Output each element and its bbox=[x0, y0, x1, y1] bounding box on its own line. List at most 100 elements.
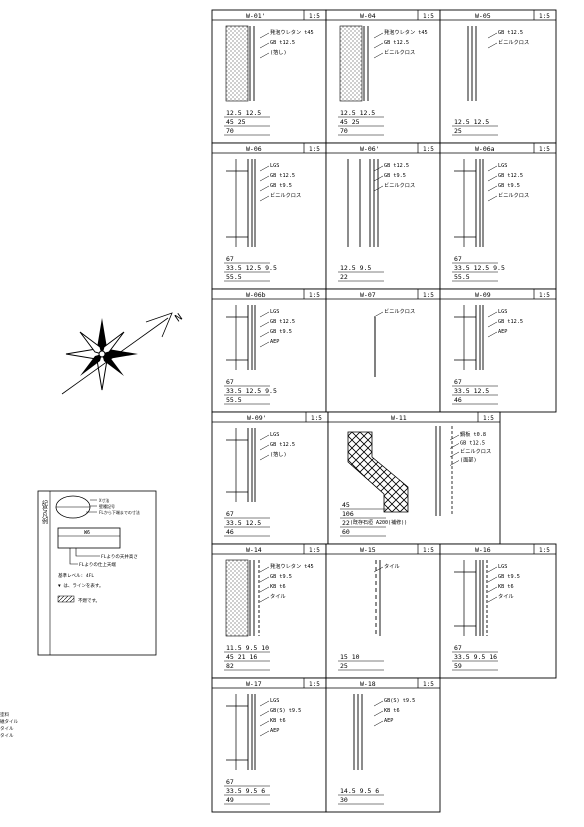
leader-label: GB t9.5 bbox=[270, 329, 292, 335]
dimension-text: 70 bbox=[340, 127, 348, 135]
dimension-text: 67 bbox=[226, 778, 234, 786]
insulation-fill bbox=[225, 559, 249, 637]
leader-label: AEP bbox=[384, 718, 393, 724]
panel-id: W-05 bbox=[475, 12, 491, 20]
compass-star-icon bbox=[65, 318, 138, 391]
dimension-text: 25 bbox=[340, 662, 348, 670]
panel-id: W-11 bbox=[391, 414, 407, 422]
left-note-2: 磁タイル bbox=[0, 718, 18, 725]
left-notes: 塗料 磁タイル タイル タイル bbox=[0, 711, 18, 739]
dimension-text: 22 bbox=[340, 273, 348, 281]
dimension-text: 67 bbox=[226, 378, 234, 386]
leader-label: GB t12.5 bbox=[460, 441, 485, 447]
left-note-4: タイル bbox=[0, 732, 14, 739]
dimension-text: 12.5 12.5 bbox=[340, 109, 375, 117]
panel-id: W-18 bbox=[360, 680, 376, 688]
dimension-text: 33.5 12.5 bbox=[454, 387, 489, 395]
dimension-text: 12.5 9.5 bbox=[340, 264, 371, 272]
panel-scale: 1:5 bbox=[309, 146, 320, 153]
legend-side-title: 記号凡例 bbox=[41, 499, 48, 525]
dimension-text: 45 25 bbox=[226, 118, 246, 126]
leader-label: 発泡ウレタン t45 bbox=[270, 28, 314, 36]
legend-circle-label-1: X寸法 bbox=[99, 497, 109, 503]
panel-id: W-06' bbox=[360, 145, 380, 153]
panel-id: W-09' bbox=[247, 414, 267, 422]
panel-scale: 1:5 bbox=[423, 146, 434, 153]
dimension-text: 49 bbox=[226, 796, 234, 804]
dimension-text: 46 bbox=[454, 396, 462, 404]
legend-box-code: W6 bbox=[84, 530, 90, 536]
leader-label: (面部) bbox=[460, 456, 477, 464]
panel-scale: 1:5 bbox=[423, 13, 434, 20]
legend-note-1: 基準レベル: 4FL bbox=[58, 572, 94, 579]
leader-label: ビニルクロス bbox=[270, 191, 301, 199]
panel-scale: 1:5 bbox=[483, 415, 494, 422]
panel-scale: 1:5 bbox=[309, 547, 320, 554]
leader-label: タイル bbox=[270, 592, 286, 600]
compass: N bbox=[61, 312, 185, 395]
panel-id: W-04 bbox=[360, 12, 376, 20]
dimension-text: 106 bbox=[342, 510, 354, 518]
legend-circle-label-3: FLから下端までの寸法 bbox=[99, 509, 140, 515]
panel-id: W-16 bbox=[475, 546, 491, 554]
leader-label: LGS bbox=[270, 698, 279, 704]
leader-label: LGS bbox=[498, 564, 507, 570]
leader-label: ビニルクロス bbox=[384, 48, 415, 56]
dimension-text: 82 bbox=[226, 662, 234, 670]
leader-label: ビニルクロス bbox=[384, 307, 415, 315]
panel-id: W-06 bbox=[246, 145, 262, 153]
legend-circle-label-2: 壁種記号 bbox=[99, 503, 115, 509]
panel-scale: 1:5 bbox=[309, 681, 320, 688]
leader-label: GB t12.5 bbox=[498, 319, 523, 325]
leader-label: GB t12.5 bbox=[384, 163, 409, 169]
panel-scale: 1:5 bbox=[311, 415, 322, 422]
compass-north-label: N bbox=[173, 312, 184, 324]
dimension-text: 22 bbox=[342, 519, 350, 527]
rock-fill bbox=[347, 431, 409, 513]
panel-id: W-17 bbox=[246, 680, 262, 688]
leader-label: AEP bbox=[270, 728, 279, 734]
panel-scale: 1:5 bbox=[539, 292, 550, 299]
leader-label: ビニルクロス bbox=[498, 191, 529, 199]
leader-label: ビニルクロス bbox=[498, 38, 529, 46]
leader-label: GB t12.5 bbox=[384, 40, 409, 46]
dimension-text: 60 bbox=[342, 528, 350, 536]
legend-box-label-2: FLよりの仕上天端 bbox=[79, 561, 116, 568]
dimension-text: 46 bbox=[226, 528, 234, 536]
dimension-text: 11.5 9.5 10 bbox=[226, 644, 269, 652]
panel-id: W-15 bbox=[360, 546, 376, 554]
leader-label: GB t9.5 bbox=[498, 574, 520, 580]
dimension-text: 30 bbox=[340, 796, 348, 804]
leader-label: KB t6 bbox=[270, 718, 286, 724]
leader-label: ビニルクロス bbox=[384, 181, 415, 189]
leader-label: AEP bbox=[498, 329, 507, 335]
leader-label: GB t12.5 bbox=[270, 173, 295, 179]
leader-label: LGS bbox=[498, 309, 507, 315]
dimension-text: 67 bbox=[226, 255, 234, 263]
leader-label: (既存石垣 A200(補修)) bbox=[350, 519, 407, 526]
detail-panel-w-06: W-06' 1:5 GB t12.5 GB t9.5 ビニルクロス 12.5 9.522 bbox=[325, 142, 441, 290]
leader-label: GB t9.5 bbox=[384, 173, 406, 179]
leader-label: GB t12.5 bbox=[270, 40, 295, 46]
dimension-text: 67 bbox=[454, 255, 462, 263]
dimension-text: 33.5 12.5 bbox=[226, 519, 261, 527]
left-note-3: タイル bbox=[0, 725, 14, 732]
leader-label: タイル bbox=[498, 592, 514, 600]
detail-panel-w-04: W-04 1:5 発泡ウレタン t45 GB t12.5 ビニルクロス 12.5 12.5… bbox=[325, 9, 441, 144]
dimension-text: 45 25 bbox=[340, 118, 360, 126]
dimension-text: 55.5 bbox=[226, 396, 242, 404]
leader-label: KB t6 bbox=[498, 584, 514, 590]
panel-scale: 1:5 bbox=[309, 292, 320, 299]
leader-label: 発泡ウレタン t45 bbox=[384, 28, 428, 36]
panel-id: W-09 bbox=[475, 291, 491, 299]
leader-label: LGS bbox=[270, 163, 279, 169]
panel-scale: 1:5 bbox=[539, 146, 550, 153]
